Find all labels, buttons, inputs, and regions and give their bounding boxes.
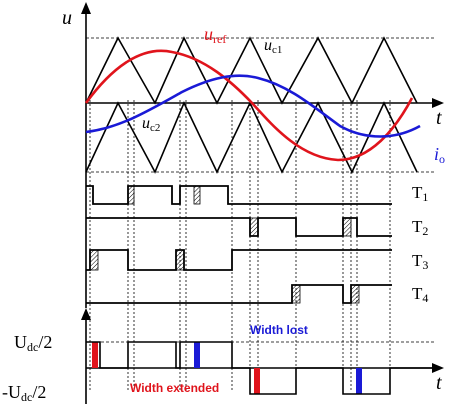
t4-label-sub: 4	[422, 291, 428, 305]
t4-deadtime-hatch-1	[291, 284, 301, 304]
uc1-label: uc1	[264, 37, 282, 56]
t1-waveform	[86, 185, 392, 205]
t2-label-main: T	[412, 217, 423, 236]
uc2-label-main: u	[142, 115, 150, 132]
io-label: io	[434, 144, 445, 166]
t2-deadtime-hatch-2	[342, 217, 352, 237]
width-lost-bar-2	[356, 368, 362, 394]
negative-level-label: -Udc/2	[2, 382, 46, 404]
uc1-label-main: u	[264, 37, 272, 54]
reference-wave-uref	[84, 49, 414, 162]
io-label-main: i	[434, 144, 439, 164]
t2-label: T2	[412, 217, 428, 238]
vertical-guide-lines	[89, 100, 391, 390]
t4-label: T4	[412, 284, 428, 305]
width-extended-annotation: Width extended	[130, 381, 219, 395]
t1-label-sub: 1	[422, 190, 428, 204]
carrier-uc2	[85, 101, 418, 174]
t1-label-main: T	[412, 183, 423, 202]
output-current-io	[85, 74, 421, 138]
t-axis-label-top: t	[436, 107, 442, 129]
t3-deadtime-hatch-2	[175, 249, 185, 271]
uref-label: uref	[204, 24, 226, 46]
uc1-label-sub: c1	[272, 44, 282, 56]
positive-level-main: U	[14, 332, 27, 352]
top-axes	[81, 2, 444, 308]
bottom-axes	[81, 308, 444, 404]
width-lost-bar-1	[194, 342, 200, 368]
t3-label-main: T	[412, 251, 423, 270]
negative-level-main: -U	[2, 382, 21, 402]
t3-deadtime-hatch-1	[89, 249, 99, 271]
t1-deadtime-hatch-2	[193, 185, 201, 205]
carrier-uc1	[85, 36, 418, 105]
width-extended-bar-1	[92, 342, 98, 368]
t4-label-main: T	[412, 284, 423, 303]
gate-signal-t2	[86, 217, 392, 237]
t3-label-sub: 3	[422, 258, 428, 272]
width-extended-bar-2	[254, 368, 260, 394]
t4-waveform	[86, 284, 392, 304]
positive-level-sub: dc	[27, 340, 38, 354]
negative-level-rest: /2	[32, 382, 46, 402]
width-lost-annotation: Width lost	[250, 323, 308, 337]
t3-label: T3	[412, 251, 428, 272]
carrier-peak-lines	[86, 37, 436, 343]
t3-waveform	[86, 249, 392, 271]
uc2-label: uc2	[142, 115, 160, 134]
output-voltage	[86, 341, 436, 395]
output-voltage-waveform	[86, 341, 436, 395]
t-axis-label-bottom: t	[436, 372, 442, 394]
io-label-sub: o	[439, 152, 445, 166]
t2-deadtime-hatch-1	[249, 217, 259, 237]
u-axis-label: u	[62, 7, 72, 29]
t2-label-sub: 2	[422, 224, 428, 238]
uc2-label-sub: c2	[150, 122, 160, 134]
gate-signal-t4	[86, 284, 392, 304]
t4-deadtime-hatch-2	[350, 284, 360, 304]
gate-signal-t1	[86, 185, 392, 205]
t1-label: T1	[412, 183, 428, 204]
t2-waveform	[86, 217, 392, 237]
negative-level-sub: dc	[21, 390, 32, 404]
uref-label-sub: ref	[213, 32, 226, 46]
positive-level-label: Udc/2	[14, 332, 52, 354]
positive-level-rest: /2	[38, 332, 52, 352]
gate-signal-t3	[86, 249, 392, 271]
uref-label-main: u	[204, 24, 213, 44]
